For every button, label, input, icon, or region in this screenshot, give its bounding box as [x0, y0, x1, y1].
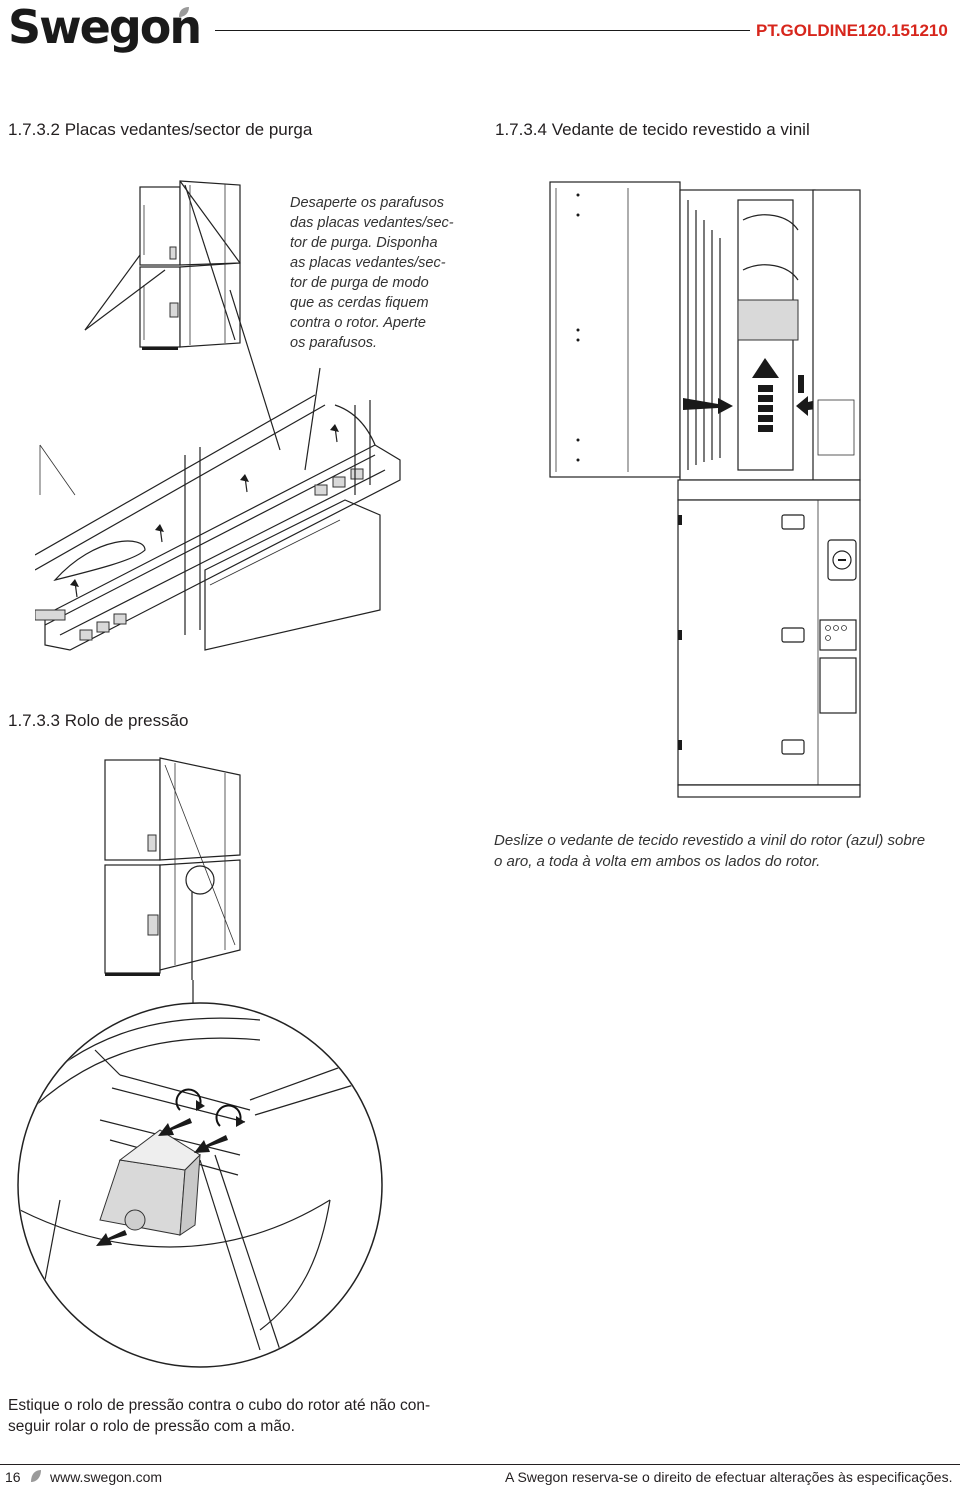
instruction-line: as placas vedantes/sec-	[290, 255, 446, 271]
header-rule	[215, 30, 750, 31]
page-number: 16	[5, 1469, 21, 1485]
footer-rule	[0, 1464, 960, 1465]
website-link[interactable]: www.swegon.com	[50, 1469, 163, 1485]
instruction-line: contra o rotor. Aperte	[290, 315, 426, 331]
purge-sector-instructions: Desaperte os parafusos das placas vedant…	[290, 193, 480, 353]
instruction-line: que as cerdas fiquem	[290, 295, 429, 311]
purge-sector-illustration	[35, 394, 401, 651]
unit-front-view	[549, 181, 861, 798]
heading-purge-sector: 1.7.3.2 Placas vedantes/sector de purga	[8, 120, 313, 139]
heading-pressure-roller: 1.7.3.3 Rolo de pressão	[8, 711, 189, 730]
vinyl-seal-instructions: Deslize o vedante de tecido revestido a …	[494, 830, 959, 872]
instruction-line: o aro, a toda à volta em ambos os lados …	[494, 853, 821, 870]
swegon-logo: Swegon	[8, 0, 202, 54]
footer-disclaimer: A Swegon reserva-se o direito de efectua…	[505, 1469, 953, 1485]
leaf-icon	[179, 7, 189, 17]
unit-thumbnail-top	[139, 180, 241, 350]
pressure-roller-instructions: Estique o rolo de pressão contra o cubo …	[8, 1395, 468, 1437]
unit-thumbnail-bottom	[104, 757, 241, 980]
instruction-line: Deslize o vedante de tecido revestido a …	[494, 832, 926, 849]
instruction-line: Estique o rolo de pressão contra o cubo …	[8, 1397, 431, 1414]
callout-lines	[84, 254, 321, 471]
pressure-roller-detail	[17, 980, 383, 1368]
heading-vinyl-seal: 1.7.3.4 Vedante de tecido revestido a vi…	[495, 120, 810, 139]
instruction-line: tor de purga. Disponha	[290, 235, 438, 251]
instruction-line: tor de purga de modo	[290, 275, 429, 291]
leaf-icon	[31, 1470, 41, 1482]
instruction-line: seguir rolar o rolo de pressão com a mão…	[8, 1418, 295, 1435]
instruction-line: das placas vedantes/sec-	[290, 215, 454, 231]
instruction-line: Desaperte os parafusos	[290, 195, 444, 211]
document-code: PT.GOLDINE120.151210	[756, 21, 948, 40]
instruction-line: os parafusos.	[290, 335, 378, 351]
